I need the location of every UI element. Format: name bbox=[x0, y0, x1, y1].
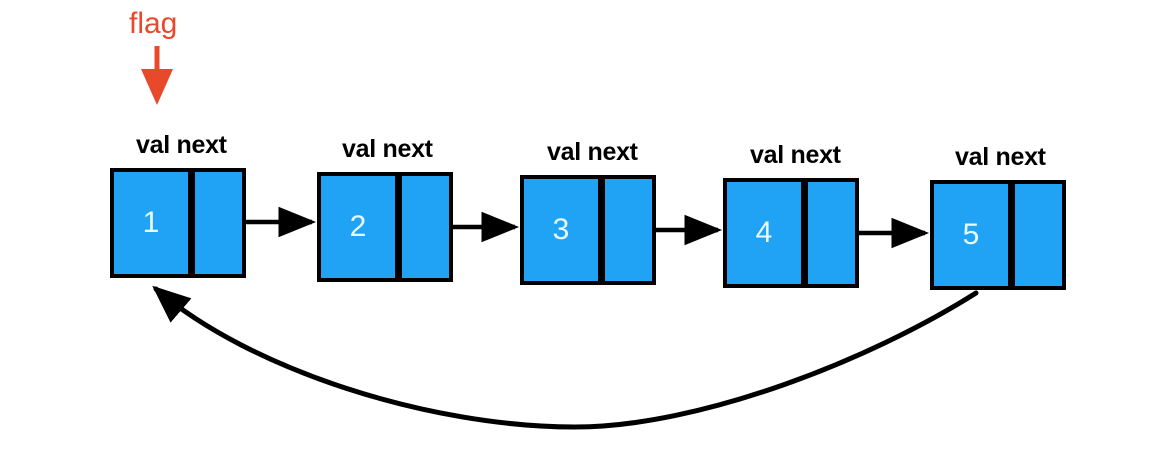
node-val-cell-1: 1 bbox=[110, 168, 192, 278]
node-field-label-5: val next bbox=[955, 143, 1046, 171]
list-node-3[interactable]: 3 bbox=[520, 175, 656, 285]
node-next-cell-2 bbox=[398, 172, 453, 282]
node-field-label-3: val next bbox=[547, 138, 638, 166]
list-node-5[interactable]: 5 bbox=[930, 180, 1066, 290]
node-value-2: 2 bbox=[349, 210, 367, 243]
list-node-2[interactable]: 2 bbox=[317, 172, 453, 282]
node-field-label-2: val next bbox=[342, 135, 433, 163]
link-arrow-5-to-1-circular bbox=[152, 285, 979, 430]
list-node-1[interactable]: 1 bbox=[110, 168, 246, 278]
node-field-label-1: val next bbox=[136, 131, 227, 159]
node-value-4: 4 bbox=[755, 216, 773, 249]
node-next-cell-4 bbox=[804, 178, 859, 288]
flag-label: flag bbox=[129, 7, 178, 40]
node-value-3: 3 bbox=[552, 213, 570, 246]
node-val-cell-2: 2 bbox=[317, 172, 399, 282]
node-field-label-4: val next bbox=[750, 141, 841, 169]
node-next-cell-1 bbox=[191, 168, 246, 278]
list-node-4[interactable]: 4 bbox=[723, 178, 859, 288]
node-value-5: 5 bbox=[962, 218, 980, 251]
node-next-cell-5 bbox=[1011, 180, 1066, 290]
node-value-1: 1 bbox=[142, 206, 160, 239]
node-next-cell-3 bbox=[601, 175, 656, 285]
node-val-cell-4: 4 bbox=[723, 178, 805, 288]
node-val-cell-3: 3 bbox=[520, 175, 602, 285]
node-val-cell-5: 5 bbox=[930, 180, 1012, 290]
